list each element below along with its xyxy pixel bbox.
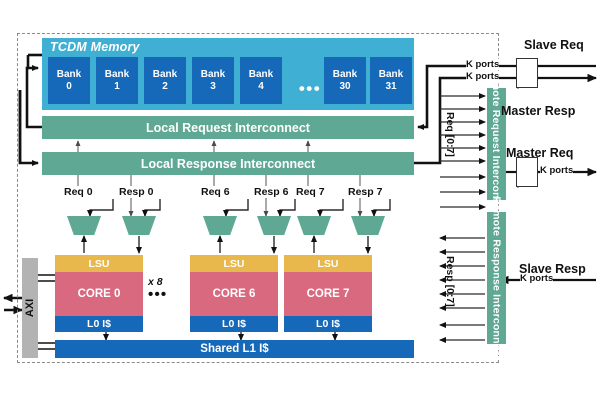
core-repeat-label: x 8 [148,276,163,288]
slave-req-label: Slave Req [524,38,584,52]
local-response-interconnect[interactable]: Local Response Interconnect [42,152,414,175]
k-ports-label-4: K ports [520,273,554,284]
bank-31-label: Bank [378,68,404,80]
master-resp-label: Master Resp [501,104,576,118]
bank-2-label: Bank [152,68,178,80]
mux-req-0[interactable] [67,216,101,235]
l0-icache-7: L0 I$ [284,316,372,332]
bank-2-index: 2 [162,80,168,92]
bank-0[interactable]: Bank 0 [48,57,90,104]
tcdm-memory-title: TCDM Memory [50,40,140,54]
lsu-7: LSU [284,255,372,272]
port-label-resp-0: Resp 0 [118,186,155,198]
bank-31[interactable]: Bank 31 [370,57,412,104]
l0-icache-6: L0 I$ [190,316,278,332]
axi-port[interactable]: AXI [22,258,38,358]
bank-1[interactable]: Bank 1 [96,57,138,104]
mux-resp-0[interactable] [122,216,156,235]
remote-response-interconnect-label: Remote Response Interconnect [490,196,503,360]
bank-30-index: 30 [339,80,351,92]
core-6-name: CORE 6 [190,272,278,316]
l0-icache-0: L0 I$ [55,316,143,332]
bank-ellipsis: ••• [298,79,322,98]
bank-0-index: 0 [66,80,72,92]
core-repeat-ellipsis: ••• [148,286,168,303]
shared-l1-icache[interactable]: Shared L1 I$ [55,340,414,358]
core-7-name: CORE 7 [284,272,372,316]
port-label-resp-7: Resp 7 [347,186,384,198]
bank-1-index: 1 [114,80,120,92]
local-request-interconnect[interactable]: Local Request Interconnect [42,116,414,139]
bank-2[interactable]: Bank 2 [144,57,186,104]
master-req-label: Master Req [506,146,574,160]
port-label-resp-6: Resp 6 [253,186,290,198]
bank-3-index: 3 [210,80,216,92]
bank-1-label: Bank [104,68,130,80]
k-ports-label-3: K ports [540,165,574,176]
mux-resp-6[interactable] [257,216,291,235]
bank-0-label: Bank [56,68,82,80]
core-block-0[interactable]: LSU CORE 0 L0 I$ [55,255,143,332]
core-0-name: CORE 0 [55,272,143,316]
mux-req-7[interactable] [297,216,331,235]
remote-response-interconnect[interactable]: Remote Response Interconnect [487,196,506,360]
bank-30-label: Bank [332,68,358,80]
bank-3[interactable]: Bank 3 [192,57,234,104]
k-ports-label-1: K ports [466,59,500,70]
resp-bus-label: Resp [0:7] [444,256,456,307]
slave-resp-label: Slave Resp [519,262,586,276]
bank-31-index: 31 [385,80,397,92]
lsu-0: LSU [55,255,143,272]
port-label-req-0: Req 0 [63,186,94,198]
bank-4-label: Bank [248,68,274,80]
bank-4[interactable]: Bank 4 [240,57,282,104]
mux-req-6[interactable] [203,216,237,235]
port-label-req-7: Req 7 [295,186,326,198]
slave-req-buffer[interactable] [516,58,538,88]
req-bus-label: Req [0:7] [444,112,456,157]
core-block-6[interactable]: LSU CORE 6 L0 I$ [190,255,278,332]
mux-resp-7[interactable] [351,216,385,235]
bank-4-index: 4 [258,80,264,92]
lsu-6: LSU [190,255,278,272]
bank-30[interactable]: Bank 30 [324,57,366,104]
core-block-7[interactable]: LSU CORE 7 L0 I$ [284,255,372,332]
axi-label: AXI [24,298,36,318]
remote-request-interconnect[interactable]: Remote Request Interconnect [487,67,506,221]
k-ports-label-2: K ports [466,71,500,82]
bank-3-label: Bank [200,68,226,80]
port-label-req-6: Req 6 [200,186,231,198]
master-req-buffer[interactable] [516,157,538,187]
